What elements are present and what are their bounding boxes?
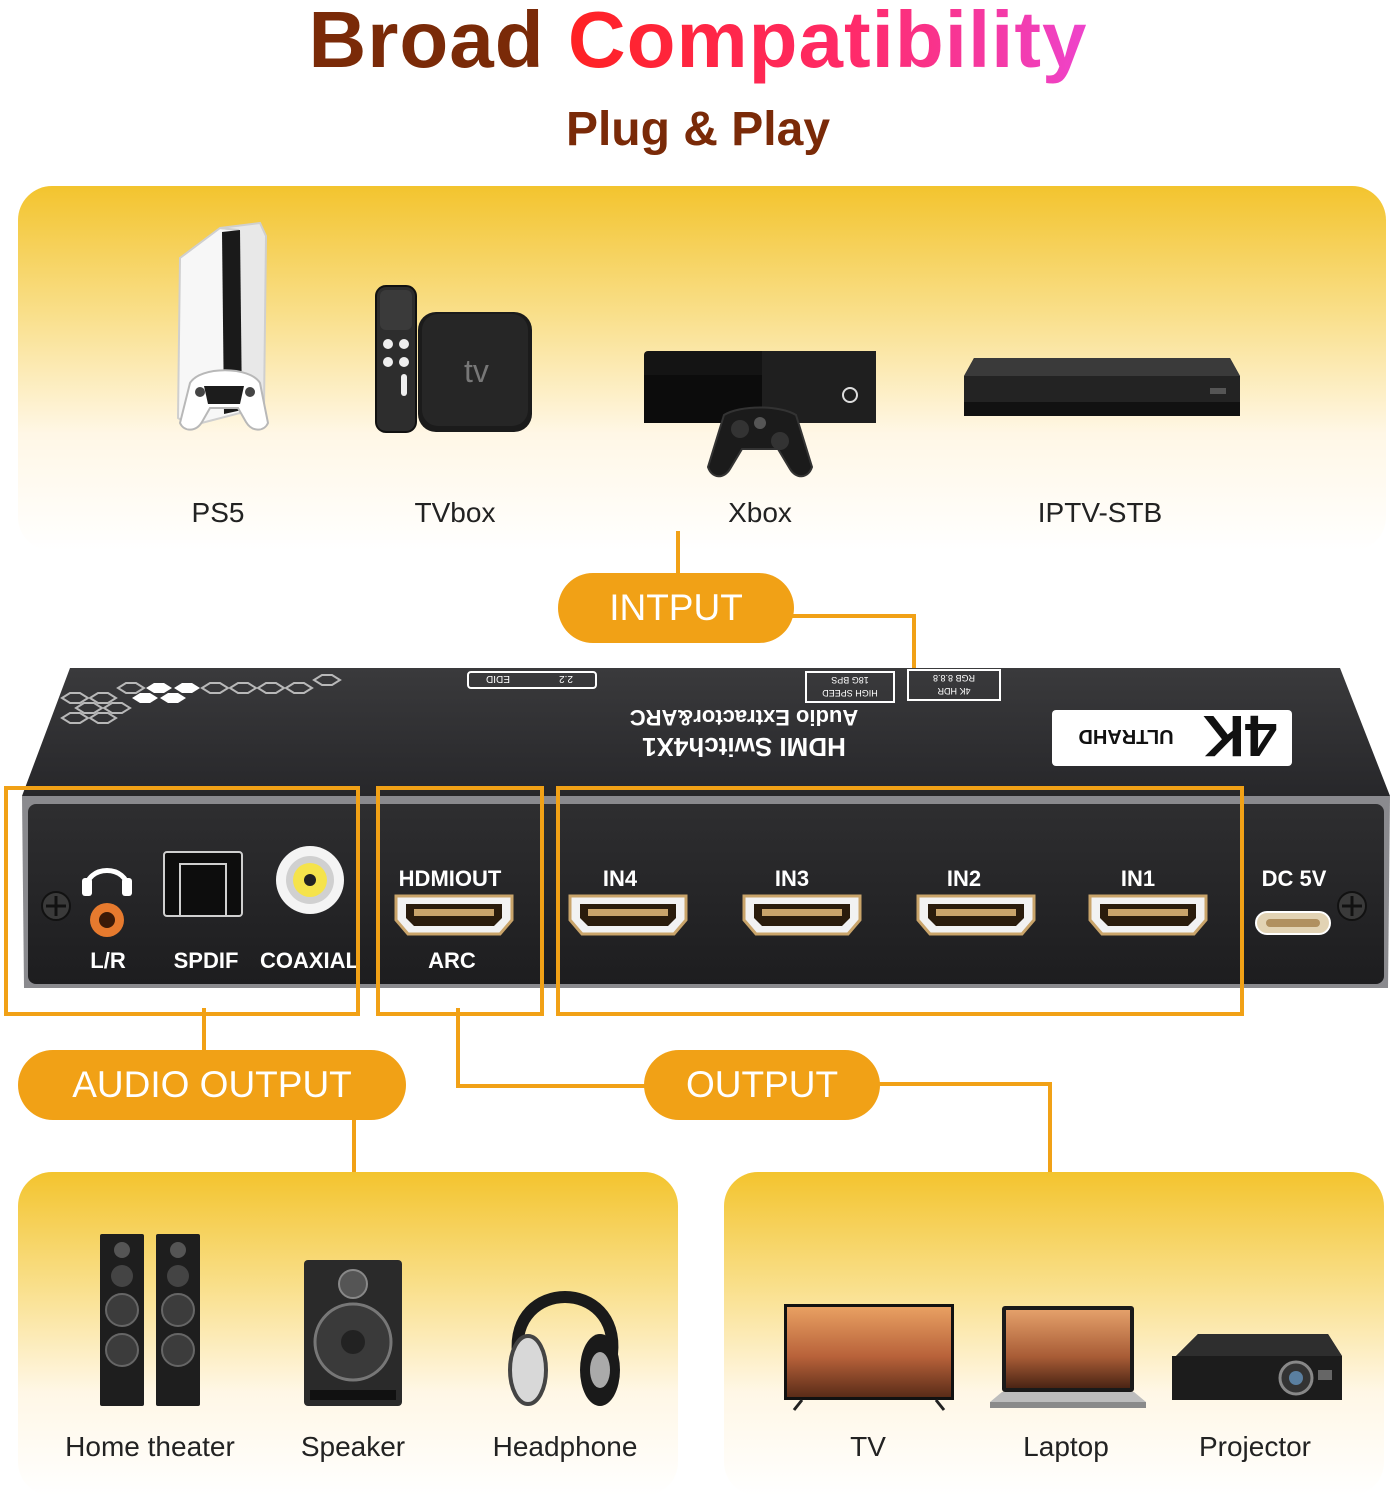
- hdmi-out-port-icon: [394, 894, 514, 936]
- usb-c-port-icon: [1255, 911, 1331, 935]
- spec-rgb: RGB 8.8.8: [933, 673, 975, 683]
- hdmi-in1-port-icon: [1088, 894, 1208, 936]
- floor-speakers-icon: [100, 1234, 200, 1406]
- ps5-console-icon: [176, 221, 270, 431]
- headphone-icon: [508, 1291, 620, 1406]
- input-label-iptv-stb: IPTV-STB: [1037, 497, 1163, 528]
- badge-4k: 4K: [1203, 703, 1277, 768]
- port-label-in3: IN3: [775, 866, 809, 891]
- port-label-arc: ARC: [428, 948, 476, 973]
- coaxial-port-icon: [276, 846, 344, 914]
- set-top-box-icon: [964, 358, 1240, 416]
- tv-box-logo: tv: [464, 353, 489, 389]
- input-label-xbox: Xbox: [728, 497, 792, 528]
- port-label-spdif: SPDIF: [174, 948, 239, 973]
- headphone-jack-icon: [82, 868, 132, 937]
- display-label-tv: TV: [850, 1431, 886, 1462]
- input-callout: INTPUT: [558, 573, 794, 643]
- title-compatibility: Compatibility: [568, 0, 1088, 84]
- spec-high-speed: HIGH SPEED: [822, 688, 878, 698]
- projector-icon: [1172, 1334, 1342, 1400]
- display-label-laptop: Laptop: [1023, 1431, 1109, 1462]
- spdif-port-icon: [163, 851, 243, 917]
- port-label-hdmi-out: HDMIOUT: [399, 866, 502, 891]
- device-label-extractor: Audio Extractor&ARC: [630, 705, 859, 730]
- connector-line: [676, 531, 680, 577]
- connector-line: [1048, 1082, 1052, 1190]
- spec-gbps: 18G BPS: [831, 675, 869, 685]
- spec-edid: EDID: [486, 673, 510, 684]
- page-title: Broad Compatibility: [0, 0, 1396, 88]
- hdmi-in2-port-icon: [916, 894, 1036, 936]
- hdmi-inputs-highlight: [556, 786, 1244, 1016]
- connector-line: [352, 1118, 356, 1190]
- hdmi-in4-port-icon: [568, 894, 688, 936]
- connector-line: [456, 1084, 648, 1088]
- input-label-tvbox: TVbox: [414, 497, 496, 528]
- connector-line: [790, 614, 916, 618]
- port-label-lr: L/R: [90, 948, 126, 973]
- audio-ports-highlight: [4, 786, 360, 1016]
- screw-left-icon: [41, 891, 71, 921]
- connector-line: [202, 1008, 206, 1054]
- connector-line: [456, 1008, 460, 1088]
- screw-right-icon: [1337, 891, 1367, 921]
- audio-label-headphone: Headphone: [492, 1431, 638, 1462]
- device-label-switch: HDMI Switch4X1: [642, 732, 846, 762]
- audio-output-callout: AUDIO OUTPUT: [18, 1050, 406, 1120]
- connector-line: [874, 1082, 1052, 1086]
- hdmi-out-highlight: [376, 786, 544, 1016]
- audio-label-home-theater: Home theater: [65, 1431, 235, 1462]
- page-subtitle: Plug & Play: [565, 103, 831, 156]
- laptop-icon: [990, 1306, 1146, 1408]
- badge-ultrahd: ULTRAHD: [1078, 725, 1173, 747]
- port-label-in4: IN4: [603, 866, 638, 891]
- hdmi-in3-port-icon: [742, 894, 862, 936]
- input-label-ps5: PS5: [191, 497, 245, 528]
- port-label-in1: IN1: [1121, 866, 1155, 891]
- spec-edid-version: 2.2: [559, 673, 573, 684]
- tv-box-icon: tv: [375, 285, 532, 433]
- port-label-coaxial: COAXIAL: [260, 948, 359, 973]
- title-broad: Broad: [308, 0, 545, 84]
- display-label-projector: Projector: [1198, 1431, 1312, 1462]
- tv-icon: [784, 1304, 954, 1411]
- port-label-in2: IN2: [947, 866, 981, 891]
- audio-label-speaker: Speaker: [300, 1431, 406, 1462]
- port-label-dc: DC 5V: [1262, 866, 1327, 891]
- xbox-console-icon: [644, 351, 876, 478]
- spec-4k-hdr: 4K HDR: [937, 686, 971, 696]
- output-callout: OUTPUT: [644, 1050, 880, 1120]
- speaker-icon: [304, 1260, 402, 1406]
- hdmi-switch-device: HDMI Switch4X1 Audio Extractor&ARC 4K UL…: [22, 668, 1390, 988]
